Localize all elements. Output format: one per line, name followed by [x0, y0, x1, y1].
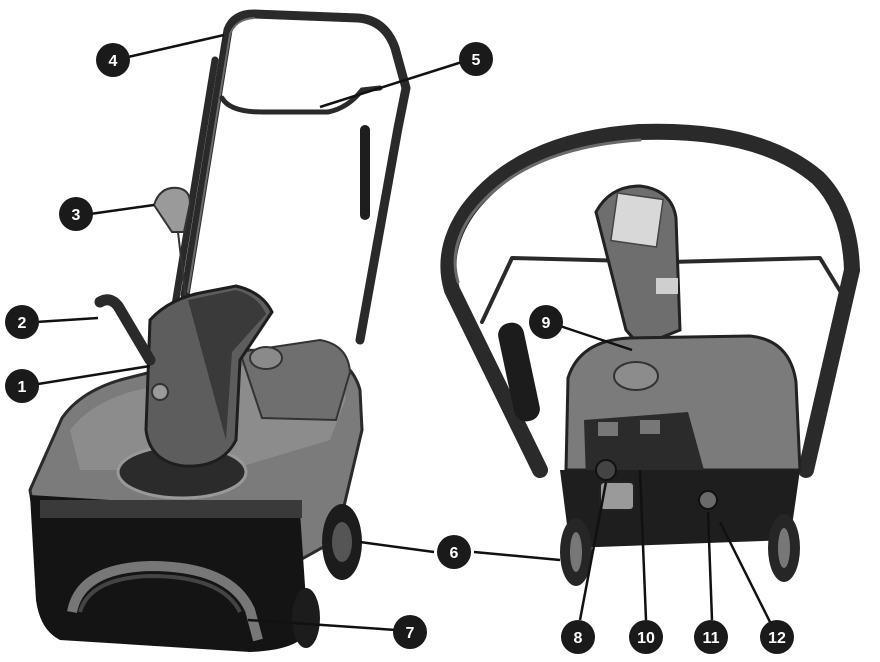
- svg-text:4: 4: [109, 53, 118, 70]
- leader-lines: [35, 33, 772, 632]
- leader-3: [89, 203, 155, 216]
- svg-text:11: 11: [703, 630, 720, 647]
- handle-grip: [360, 125, 370, 220]
- upper-handle-tube: [180, 9, 411, 345]
- chute-control-rod: [94, 294, 156, 366]
- callout-7: 7: [393, 615, 427, 649]
- svg-text:1: 1: [18, 379, 27, 396]
- electric-starter-shape: [599, 481, 635, 511]
- svg-text:2: 2: [18, 315, 27, 332]
- callout-2: 2: [5, 305, 39, 339]
- auger-housing: [30, 495, 308, 652]
- callout-10: 10: [629, 620, 663, 654]
- primer-button-shape: [595, 459, 617, 481]
- rear-view: [440, 123, 860, 586]
- leader-9: [559, 324, 633, 352]
- front-wheel: [322, 504, 362, 580]
- callout-9: 9: [529, 305, 563, 339]
- callout-11: 11: [694, 620, 728, 654]
- svg-text:8: 8: [574, 630, 583, 647]
- callout-8: 8: [561, 620, 595, 654]
- leader-6a: [359, 540, 435, 554]
- leader-1: [37, 364, 151, 386]
- leader-6b: [473, 550, 561, 562]
- control-bail-bar: [219, 85, 383, 115]
- callout-3: 3: [59, 197, 93, 231]
- auger-paddle: [67, 560, 263, 642]
- svg-text:7: 7: [406, 625, 415, 642]
- leader-8: [578, 481, 608, 621]
- rear-handle-grip: [498, 322, 540, 422]
- leader-2: [35, 316, 99, 324]
- callout-4: 4: [96, 43, 130, 77]
- leader-12: [718, 521, 772, 623]
- fuel-cap: [249, 346, 283, 370]
- rear-fuel-cap: [613, 361, 659, 391]
- callout-6: 6: [437, 535, 471, 569]
- svg-text:9: 9: [542, 315, 551, 332]
- rear-wheel-right: [768, 514, 800, 582]
- svg-text:3: 3: [72, 207, 81, 224]
- rear-wheel-left: [560, 518, 592, 586]
- leader-10: [638, 469, 648, 621]
- leader-7: [247, 618, 397, 632]
- callout-12: 12: [760, 620, 794, 654]
- callout-1: 1: [5, 369, 39, 403]
- ignition-key-shape: [698, 490, 718, 510]
- svg-text:10: 10: [637, 630, 655, 647]
- svg-text:12: 12: [768, 630, 786, 647]
- starter-handle-shape: [152, 186, 192, 233]
- front-left-view: [28, 9, 411, 652]
- leader-4: [127, 33, 225, 59]
- lower-handle-rail: [171, 56, 219, 309]
- leader-5: [319, 60, 463, 109]
- rear-handle-loop: [440, 123, 860, 478]
- svg-text:6: 6: [450, 545, 459, 562]
- callout-5: 5: [459, 42, 493, 76]
- svg-text:5: 5: [472, 52, 481, 69]
- leader-11: [706, 511, 714, 621]
